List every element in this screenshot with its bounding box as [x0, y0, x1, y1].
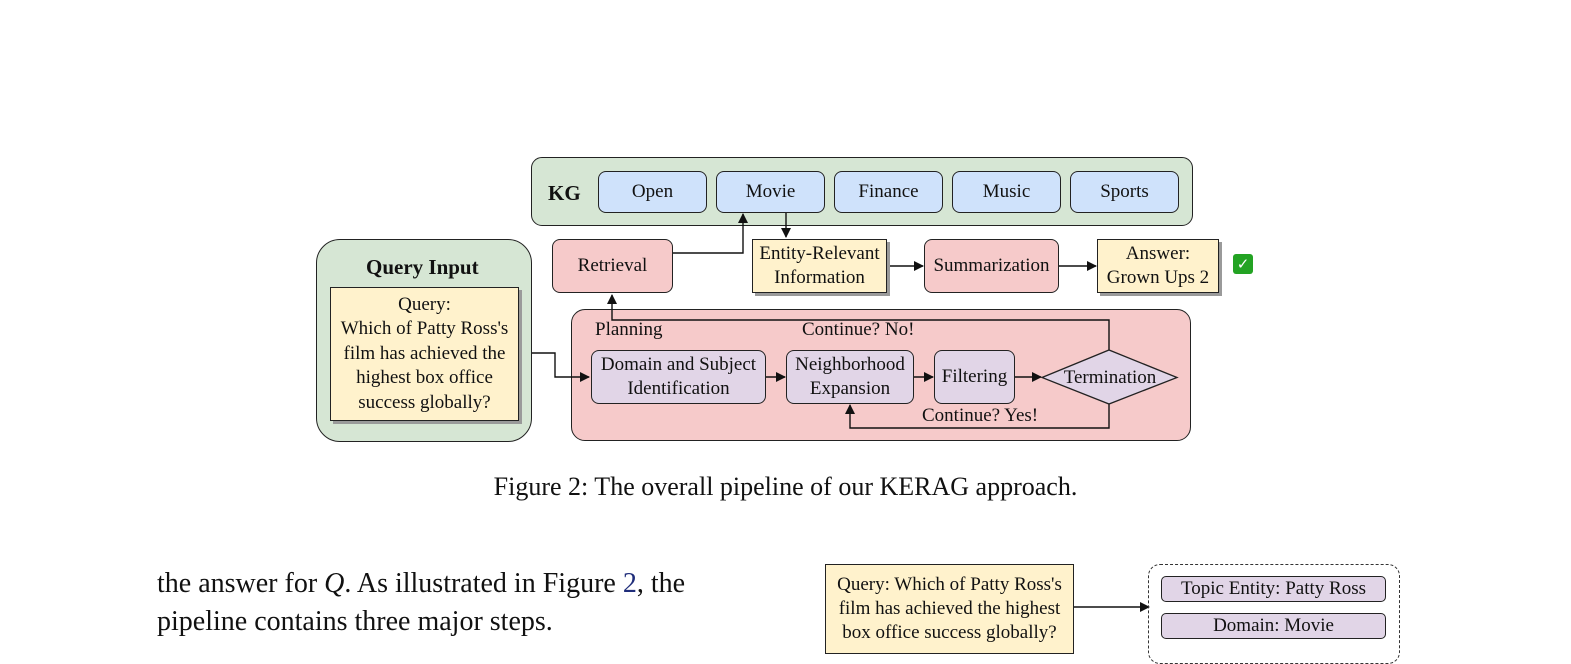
domain-subject-line: Domain and Subject	[600, 354, 757, 375]
kg-domain-open: Open	[598, 171, 707, 213]
kg-domain-movie: Movie	[716, 171, 825, 213]
entity-info-box: Entity-Relevant Information	[752, 239, 887, 293]
termination-diamond	[1041, 349, 1179, 405]
body-line-2: pipeline contains three major steps.	[157, 606, 553, 637]
summarization-box: Summarization	[924, 239, 1059, 293]
entity-info-line: Entity-Relevant	[759, 243, 880, 264]
figure-reference-link[interactable]: 2	[622, 568, 637, 599]
query-line: Query:	[398, 293, 451, 315]
kg-domain-sports: Sports	[1070, 171, 1179, 213]
answer-box: Answer: Grown Ups 2	[1097, 239, 1219, 293]
body-text-segment: . As illustrated in Figure	[344, 568, 623, 599]
body-line-1: the answer for Q. As illustrated in Figu…	[157, 565, 777, 603]
figure3-query-box: Query: Which of Patty Ross's film has ac…	[825, 564, 1074, 654]
neighborhood-line: Expansion	[809, 378, 891, 399]
entity-info-line: Information	[774, 267, 865, 288]
continue-yes-label: Continue? Yes!	[922, 405, 1039, 426]
domain-subject-box: Domain and Subject Identification	[591, 350, 766, 404]
filtering-box: Filtering	[934, 350, 1015, 404]
query-line: success globally?	[358, 391, 491, 413]
neighborhood-box: Neighborhood Expansion	[786, 350, 914, 404]
domain-subject-line: Identification	[627, 378, 730, 399]
answer-line: Grown Ups 2	[1106, 267, 1210, 288]
figure3-query-line: film has achieved the highest	[838, 598, 1061, 619]
neighborhood-line: Neighborhood	[795, 354, 905, 375]
figure3-domain: Domain: Movie	[1161, 613, 1386, 639]
math-symbol-q: Q	[324, 568, 345, 599]
kg-label: KG	[548, 181, 581, 205]
kg-domain-music: Music	[952, 171, 1061, 213]
body-paragraph: the answer for Q. As illustrated in Figu…	[157, 565, 777, 641]
answer-line: Answer:	[1125, 243, 1191, 264]
check-mark-icon: ✓	[1233, 254, 1253, 274]
figure3-topic-entity: Topic Entity: Patty Ross	[1161, 576, 1386, 602]
query-line: Which of Patty Ross's	[340, 318, 509, 340]
connector-lines	[532, 213, 1150, 612]
body-text-segment: the answer for	[157, 568, 325, 599]
figure3-query-line: box office success globally?	[842, 622, 1057, 643]
query-input-title: Query Input	[366, 255, 479, 279]
retrieval-box: Retrieval	[552, 239, 673, 293]
planning-label: Planning	[595, 319, 663, 340]
query-line: highest box office	[356, 367, 493, 389]
query-box: Query: Which of Patty Ross's film has ac…	[330, 287, 519, 421]
query-line: film has achieved the	[343, 342, 506, 364]
figure3-query-line: Query: Which of Patty Ross's	[837, 574, 1062, 595]
termination-label: Termination	[1063, 367, 1157, 388]
figure-caption: Figure 2: The overall pipeline of our KE…	[493, 472, 1078, 501]
kg-domain-finance: Finance	[834, 171, 943, 213]
continue-no-label: Continue? No!	[802, 319, 915, 340]
body-text-segment: , the	[636, 568, 686, 599]
